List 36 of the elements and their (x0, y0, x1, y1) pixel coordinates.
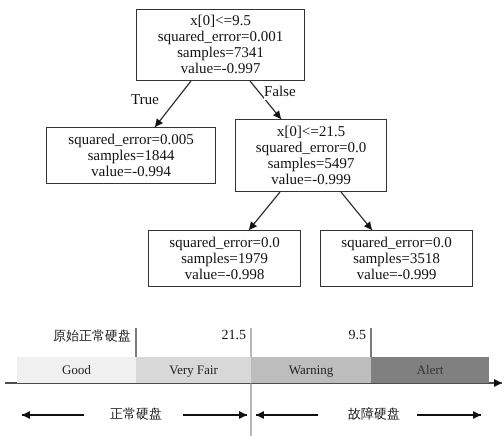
grade-band: Very Fair (136, 357, 251, 383)
node-text: value=-0.994 (91, 164, 171, 180)
node-text: samples=5497 (268, 156, 354, 172)
node-text: x[0]<=9.5 (190, 13, 251, 29)
grade-band: Good (17, 357, 136, 383)
arrow (154, 80, 192, 128)
tree-node-box (46, 127, 216, 184)
node-text: squared_error=0.001 (158, 29, 284, 45)
node-text: squared_error=0.0 (341, 234, 452, 250)
grade-band: Warning (251, 357, 371, 383)
scale-label: 原始正常硬盘 (53, 329, 131, 345)
node-text: samples=1844 (88, 148, 174, 164)
node-text: squared_error=0.005 (68, 132, 194, 148)
node-text: squared_error=0.0 (169, 234, 280, 250)
tree-node-box (320, 230, 473, 287)
edge-label: False (264, 84, 296, 100)
arrow (340, 192, 372, 230)
region-label: 正常硬盘 (110, 407, 162, 423)
node-text: value=-0.999 (356, 266, 436, 282)
threshold-value: 21.5 (222, 328, 246, 344)
tree-node-box (148, 230, 301, 287)
node-text: value=-0.998 (184, 266, 264, 282)
node-text: value=-0.997 (180, 61, 260, 77)
node-text: value=-0.999 (271, 172, 351, 188)
tree-node-box (136, 9, 305, 81)
node-text: samples=3518 (353, 250, 440, 266)
region-label: 故障硬盘 (348, 407, 400, 423)
threshold-value: 9.5 (348, 328, 366, 344)
arrow (248, 192, 280, 230)
node-text: samples=1979 (181, 250, 268, 266)
arrow (250, 80, 282, 120)
tree-node-box (235, 119, 387, 192)
node-text: x[0]<=21.5 (276, 124, 346, 140)
grade-band: Alert (371, 357, 489, 383)
node-text: samples=7341 (177, 45, 264, 61)
node-text: squared_error=0.0 (256, 140, 366, 156)
